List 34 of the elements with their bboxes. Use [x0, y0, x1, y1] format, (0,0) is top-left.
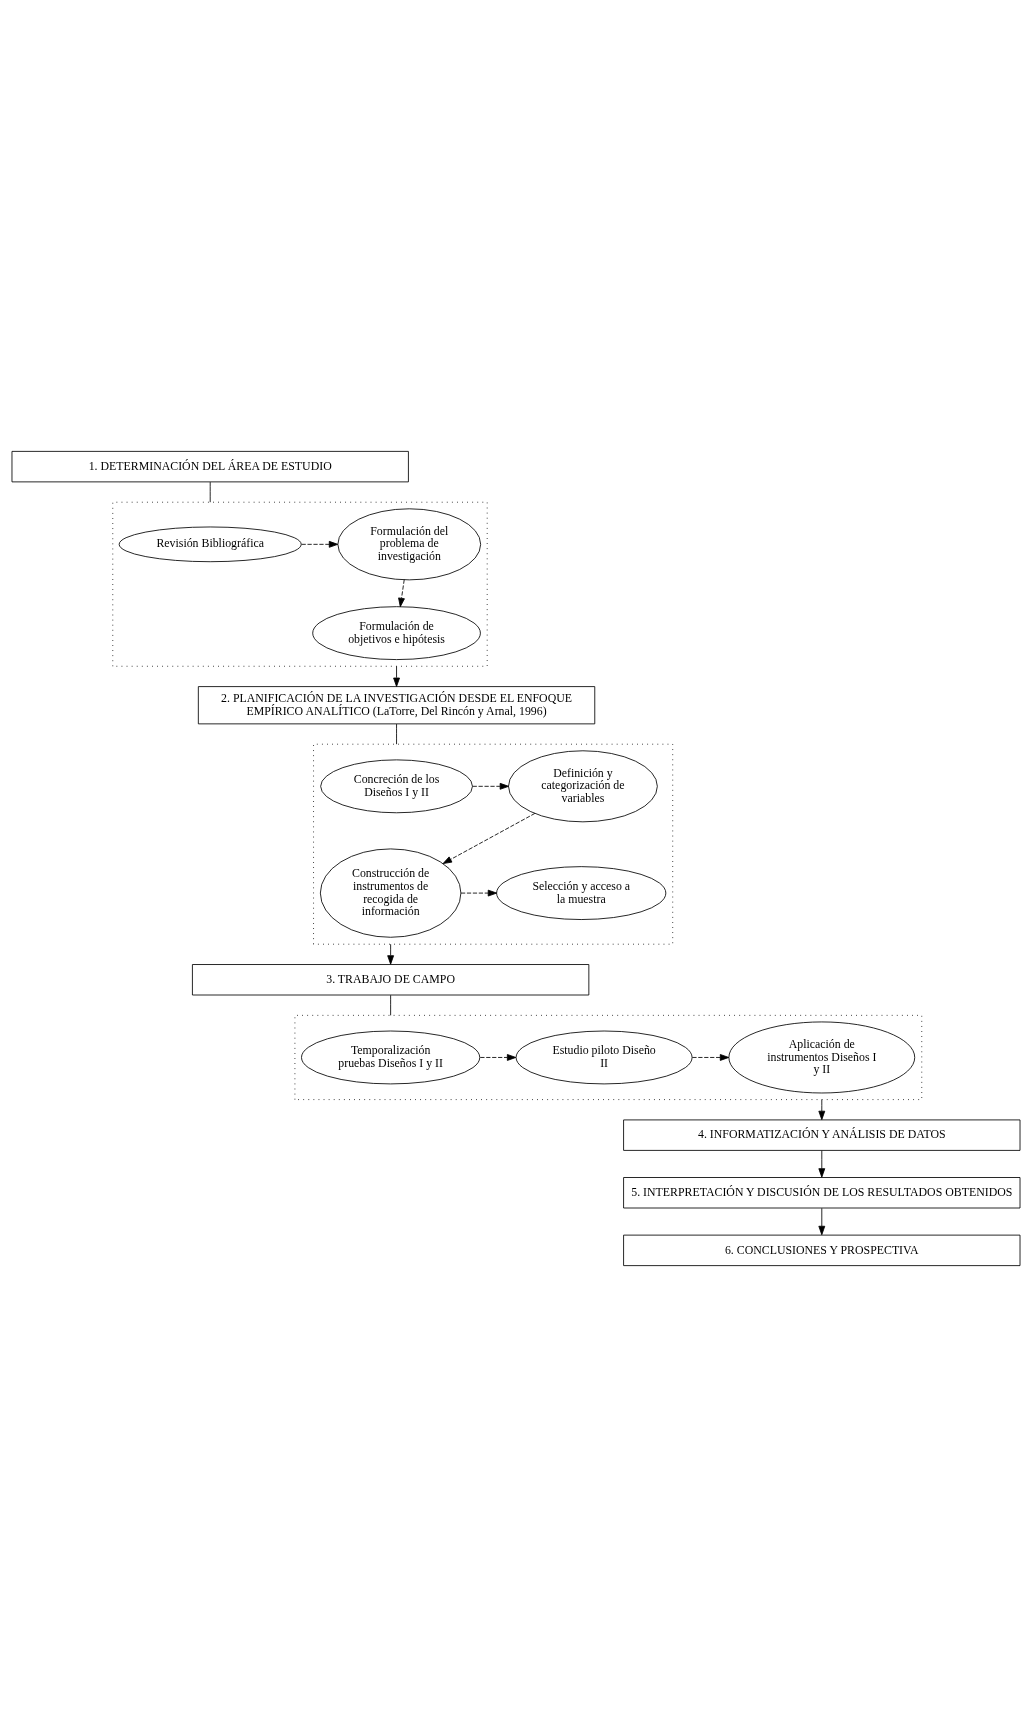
arrow: [301, 540, 339, 548]
cluster: [294, 1014, 923, 1100]
arrow: [460, 889, 498, 897]
connector: [390, 994, 392, 1016]
arrow: [818, 1150, 826, 1178]
node-ellipse: Formulación del problema de investigación: [337, 508, 482, 581]
cluster: [313, 743, 674, 945]
arrow: [818, 1207, 826, 1236]
node-ellipse: Temporalización pruebas Diseños I y II: [301, 1030, 481, 1085]
connector: [209, 481, 211, 503]
arrow: [442, 812, 536, 864]
node-box: 1. DETERMINACIÓN DEL ÁREA DE ESTUDIO: [11, 450, 409, 483]
cluster: [112, 501, 488, 667]
arrow: [691, 1054, 730, 1061]
node-ellipse: Selección y acceso a la muestra: [496, 866, 667, 920]
node-ellipse: Formulación de objetivos e hipótesis: [312, 606, 481, 660]
arrow: [818, 1099, 826, 1121]
node-ellipse: Aplicación de instrumentos Diseños I y II: [728, 1021, 916, 1094]
node-box: 3. TRABAJO DE CAMPO: [192, 964, 590, 996]
arrow: [387, 943, 394, 965]
connector: [396, 723, 397, 745]
node-ellipse: Estudio piloto Diseño II: [515, 1030, 693, 1085]
node-box: 2. PLANIFICACIÓN DE LA INVESTIGACIÓN DESDE EL ENFOQUE EMPÍRICO ANALÍTICO (LaTorre, Del Rincón y Arnal, 1996): [197, 686, 596, 725]
arrow: [479, 1054, 517, 1061]
node-box: 4. INFORMATIZACIÓN Y ANÁLISIS DE DATOS: [623, 1119, 1021, 1151]
node-box: 6. CONCLUSIONES Y PROSPECTIVA: [623, 1234, 1021, 1267]
node-ellipse: Definición y categorización de variables: [508, 750, 658, 823]
node-ellipse: Concreción de los Diseños I y II: [320, 759, 473, 814]
arrow: [398, 579, 405, 608]
arrow: [472, 782, 510, 790]
node-ellipse: Construcción de instrumentos de recogida de información: [319, 848, 462, 938]
node-box: 5. INTERPRETACIÓN Y DISCUSIÓN DE LOS RESULTADOS OBTENIDOS: [623, 1177, 1021, 1209]
arrow: [393, 665, 400, 687]
node-ellipse: Revisión Bibliográfica: [118, 526, 302, 563]
